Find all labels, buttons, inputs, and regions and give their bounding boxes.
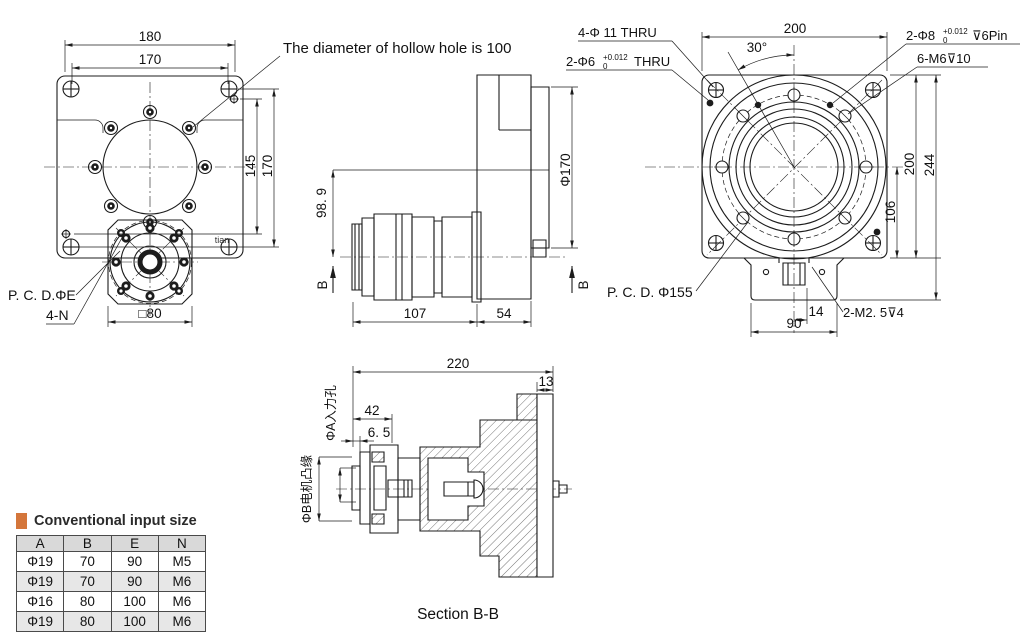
table-header-row: A B E N: [15, 535, 207, 552]
input-coupling: [352, 445, 420, 533]
side-dimensions: 98. 9 Φ170 107 54: [314, 87, 578, 327]
section-cut-arrows: B B: [315, 266, 591, 293]
dim-54: 54: [496, 306, 512, 321]
svg-text:0: 0: [603, 62, 608, 71]
bottom-tab: [744, 258, 844, 300]
section-title: Section B-B: [417, 606, 499, 623]
orange-bullet-icon: [16, 513, 27, 529]
dim-6-5: 6. 5: [368, 425, 391, 440]
callout-2-phi8-pin: 2-Φ8 +0.012 0 ⊽6Pin: [833, 27, 1020, 103]
col-header-n: N: [157, 535, 207, 552]
col-header-a: A: [15, 535, 65, 552]
front-dimensions: 180 170 145 170 □80: [65, 29, 279, 327]
side-view: 98. 9 Φ170 107 54 B B: [314, 75, 591, 327]
dim-90: 90: [786, 316, 801, 331]
callout-2-phi6: 2-Φ6 +0.012 0 THRU: [566, 53, 708, 100]
dim-200-top: 200: [784, 21, 807, 36]
dim-170-right: 170: [260, 155, 275, 178]
flange-corner-holes: [117, 229, 183, 295]
callout-2-m25: 2-M2. 5⊽4: [843, 305, 904, 320]
motor-flange: [108, 220, 192, 304]
pcd-e-label: P. C. D.ΦE: [8, 287, 76, 303]
dim-106: 106: [883, 201, 898, 224]
dim-98-9: 98. 9: [314, 188, 329, 218]
svg-text:0: 0: [943, 36, 948, 45]
svg-text:THRU: THRU: [634, 54, 670, 69]
section-dimensions: 220 13 42 6. 5 ΦA入力孔 ΦB电机凸缘: [300, 356, 554, 523]
brand-mark: tian: [215, 235, 230, 245]
col-header-b: B: [63, 535, 112, 552]
svg-text:2-Φ8: 2-Φ8: [906, 28, 935, 43]
label-input-hole: ΦA入力孔: [324, 385, 338, 441]
dim-145: 145: [243, 155, 258, 178]
dim-30-deg: 30°: [747, 40, 767, 55]
dim-13: 13: [538, 374, 553, 389]
svg-text:2-Φ6: 2-Φ6: [566, 54, 595, 69]
dim-14: 14: [808, 304, 824, 319]
callout-4-phi11: 4-Φ 11 THRU: [578, 25, 713, 87]
back-view: 30° 200 4-Φ 11 THRU 2-Φ6 +0.012 0 THRU 2…: [566, 21, 1020, 337]
back-pin-holes: [706, 99, 881, 236]
dim-phi-170: Φ170: [558, 153, 573, 186]
table-title-row: Conventional input size: [16, 513, 212, 529]
table-title: Conventional input size: [34, 513, 197, 529]
dim-200-right: 200: [902, 153, 917, 176]
output-flange-section: [537, 394, 553, 577]
front-view: 180 170 145 170 □80 The diameter of holl…: [8, 29, 511, 327]
gear-cavity: [428, 458, 484, 520]
gear-housing-side: [477, 75, 549, 299]
section-view: 220 13 42 6. 5 ΦA入力孔 ΦB电机凸缘 Section B-B: [300, 356, 572, 623]
front-bolt-ring: [89, 106, 212, 229]
dim-square-80: □80: [138, 306, 161, 321]
front-pin-holes: [61, 94, 239, 239]
pcd-155-label: P. C. D. Φ155: [607, 284, 693, 300]
dim-107: 107: [404, 306, 427, 321]
svg-text:6-M6⊽10: 6-M6⊽10: [917, 51, 971, 66]
dim-170-top: 170: [139, 52, 162, 67]
dim-244: 244: [922, 153, 937, 176]
dim-220: 220: [447, 356, 470, 371]
section-letter-left: B: [315, 280, 330, 289]
housing-top-block: [517, 394, 537, 420]
svg-text:+0.012: +0.012: [603, 53, 628, 62]
section-letter-right: B: [576, 280, 591, 289]
side-connector-detail: [553, 481, 567, 497]
hollow-hole-note: The diameter of hollow hole is 100: [283, 40, 511, 57]
four-n-label: 4-N: [46, 307, 69, 323]
svg-text:+0.012: +0.012: [943, 27, 968, 36]
svg-text:4-Φ 11 THRU: 4-Φ 11 THRU: [578, 25, 657, 40]
back-bottom-dimensions: P. C. D. Φ155 14 90 2-M2. 5⊽4: [607, 222, 904, 337]
dim-42: 42: [364, 403, 379, 418]
back-bolt-holes: [714, 87, 874, 247]
svg-text:⊽6Pin: ⊽6Pin: [972, 28, 1008, 43]
hollow-hole-circle: [103, 120, 197, 214]
back-right-dimensions: 106 200 244: [840, 75, 941, 300]
dim-180: 180: [139, 29, 162, 44]
back-corner-screws: [709, 83, 881, 251]
callout-6-m6: 6-M6⊽10: [848, 51, 988, 114]
col-header-e: E: [110, 535, 159, 552]
label-motor-flange: ΦB电机凸缘: [300, 454, 314, 523]
